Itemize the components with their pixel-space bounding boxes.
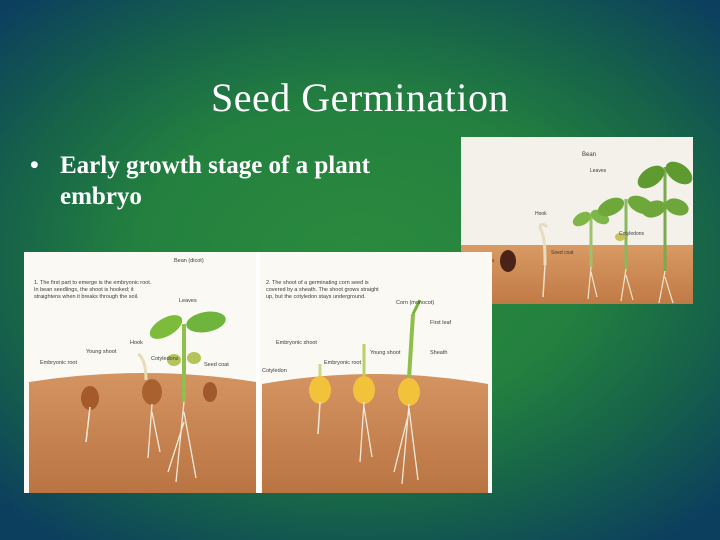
bean-sequence-illustration: Bean Leaves Hook Cotyledons Seed coat Em…	[461, 137, 693, 304]
corn-kernel	[353, 376, 375, 404]
label-leaves: Leaves	[590, 168, 607, 174]
dicot-monocot-germination-image: 1. The first part to emerge is the embry…	[24, 252, 492, 493]
label-embryonic-shoot: Embryonic shoot	[276, 340, 317, 346]
label-young-shoot-2: Young shoot	[370, 350, 401, 356]
roots	[620, 268, 634, 302]
leaf	[642, 200, 666, 218]
soil-layer	[461, 245, 693, 304]
leaf	[637, 165, 665, 189]
leaf	[572, 211, 592, 227]
cotyledon	[187, 352, 201, 364]
roots	[167, 401, 197, 483]
left-caption: 1. The first part to emerge is the embry…	[34, 280, 152, 300]
corn-kernel	[398, 378, 420, 406]
bullet-item: • Early growth stage of a plant embryo	[30, 150, 450, 212]
label-sheath: Sheath	[430, 350, 447, 356]
leaf	[597, 197, 625, 217]
label-bean-dicot: Bean (dicot)	[174, 258, 204, 264]
dicot-monocot-illustration: 1. The first part to emerge is the embry…	[24, 252, 492, 493]
label-seed-coat: Seed coat	[204, 362, 229, 368]
label-seed-coat: Seed coat	[551, 250, 574, 256]
cotyledon	[615, 233, 625, 241]
first-leaf	[411, 299, 422, 315]
roots	[587, 266, 598, 300]
roots	[359, 401, 373, 463]
embryonic-root	[317, 401, 321, 435]
label-bean: Bean	[582, 152, 596, 158]
roots	[393, 403, 419, 485]
leaf	[665, 161, 693, 185]
bullet-text: Early growth stage of a plant embryo	[60, 152, 370, 210]
label-first-leaf: First leaf	[430, 320, 452, 326]
label-embryonic-root: Embryonic root	[40, 360, 77, 366]
label-leaves: Leaves	[179, 298, 197, 304]
leaf	[149, 315, 183, 339]
bullet-list: • Early growth stage of a plant embryo	[30, 150, 450, 212]
slide-title: Seed Germination	[211, 75, 509, 120]
roots	[147, 403, 161, 459]
seed-coat	[203, 382, 217, 402]
sheath	[407, 313, 415, 379]
root	[542, 264, 546, 298]
label-hook: Hook	[130, 340, 143, 346]
bean-seed	[500, 250, 516, 272]
soil-layer-right	[262, 374, 488, 493]
bean-seed	[81, 386, 99, 410]
corn-kernel	[309, 376, 331, 404]
cotyledon	[167, 354, 181, 366]
embryonic-root	[85, 406, 91, 443]
label-cotyledon: Cotyledon	[262, 368, 287, 374]
hooked-shoot	[137, 352, 148, 381]
roots	[658, 270, 674, 304]
label-corn-monocot: Corn (monocot)	[396, 300, 434, 306]
right-caption: 2. The shoot of a germinating corn seed …	[266, 280, 379, 300]
label-young-shoot: Young shoot	[86, 349, 117, 355]
hooked-shoot	[538, 222, 549, 266]
label-cotyledons: Cotyledons	[151, 356, 179, 362]
bullet-marker: •	[30, 152, 39, 179]
bean-germination-sequence-image: Bean Leaves Hook Cotyledons Seed coat Em…	[461, 137, 693, 304]
label-hook: Hook	[535, 211, 547, 217]
label-embryonic-root-2: Embryonic root	[324, 360, 361, 366]
leaf	[186, 311, 226, 333]
label-cotyledons: Cotyledons	[619, 231, 645, 237]
bean-seed	[142, 379, 162, 405]
leaf	[665, 198, 689, 216]
